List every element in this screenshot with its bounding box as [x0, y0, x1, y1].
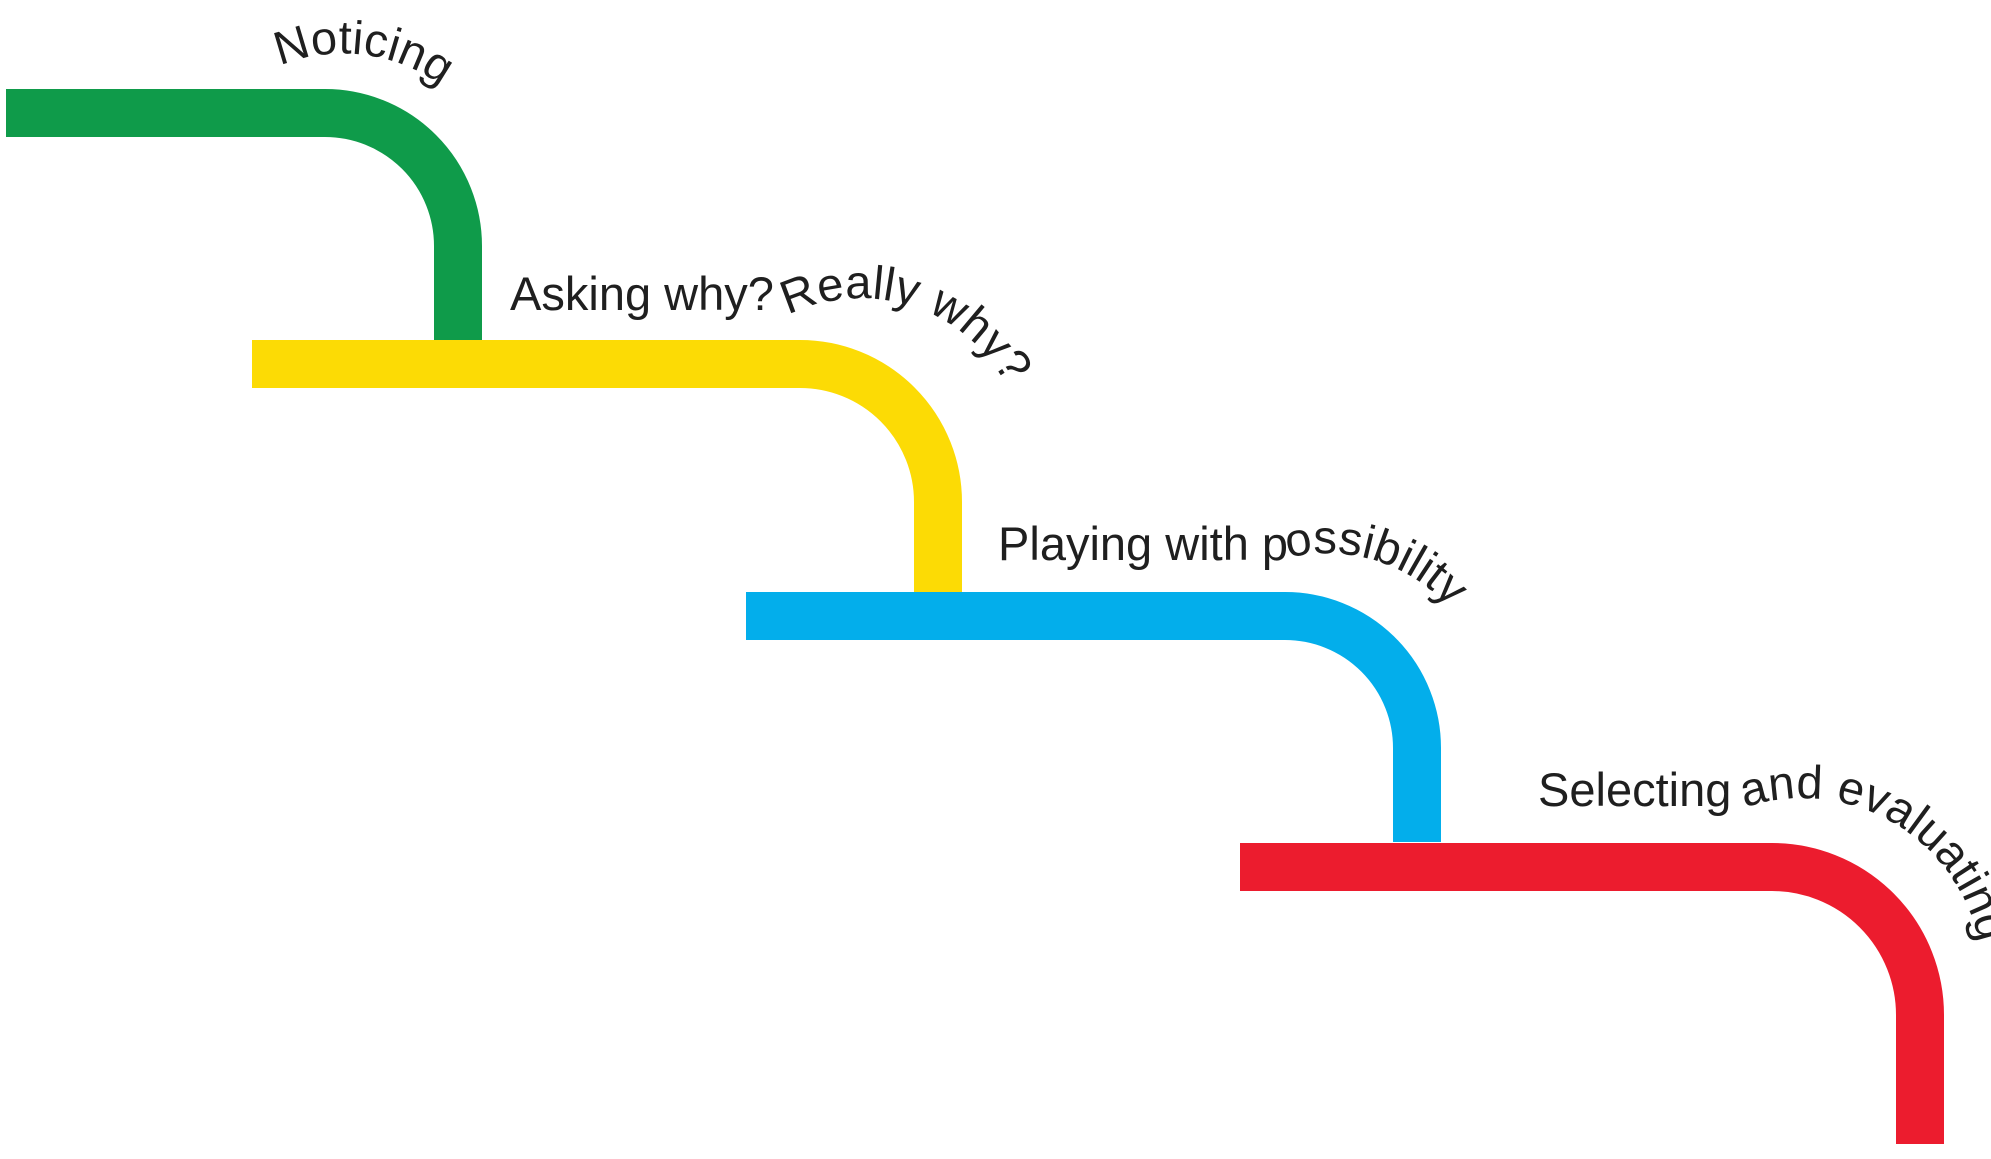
stage-asking-why-track	[252, 340, 962, 592]
stage-noticing-label: Noticing	[267, 10, 464, 94]
stage-playing-with-possibility: Playing with possibility	[746, 510, 1480, 842]
stage-noticing-track	[6, 89, 482, 341]
stage-asking-why: Asking why? Really why?	[252, 255, 1043, 592]
stage-noticing: Noticing	[6, 10, 482, 341]
stage-playing-with-possibility-track	[746, 592, 1441, 842]
stage-selecting-and-evaluating-track	[1240, 843, 1944, 1144]
stage-selecting-and-evaluating: Selecting and evaluating	[1240, 755, 1991, 1144]
